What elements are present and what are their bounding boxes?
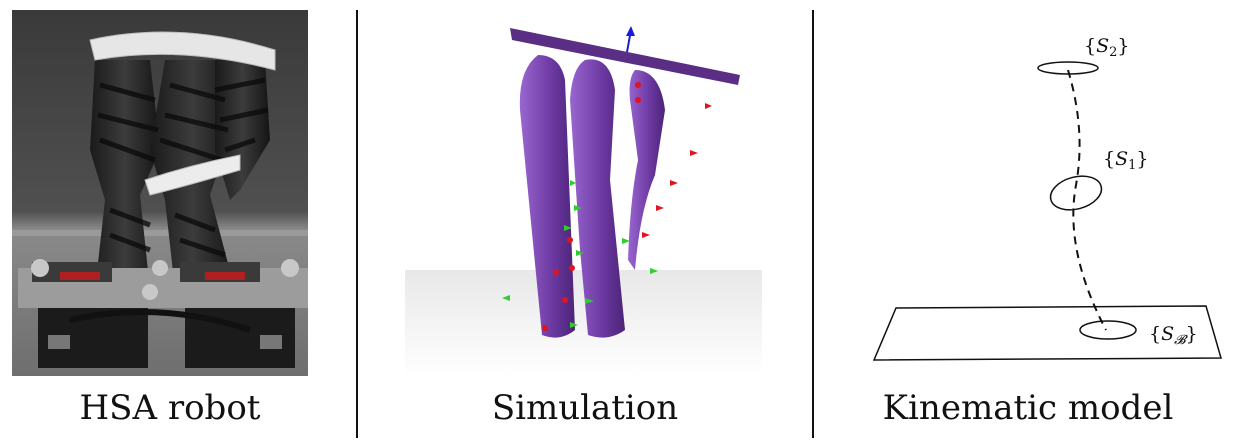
simulation-render	[405, 26, 762, 376]
label-sb: {S𝓑}	[1149, 323, 1198, 348]
base-plane	[872, 305, 1222, 361]
divider-right	[812, 10, 814, 438]
top-plate	[510, 28, 740, 85]
hsa-robot-photo	[12, 10, 308, 376]
caption-kinematic-model: Kinematic model	[882, 388, 1174, 428]
caption-hsa-robot: HSA robot	[79, 388, 261, 428]
frame-sb-ellipse	[1079, 320, 1137, 340]
label-s2: {S2}	[1084, 35, 1130, 60]
divider-left	[356, 10, 358, 438]
backbone-curve	[1067, 69, 1107, 331]
kinematic-diagram: {S2} {S1} {S𝓑}	[872, 35, 1222, 361]
label-s1: {S1}	[1103, 148, 1149, 173]
frame-s2-ellipse	[1037, 61, 1099, 75]
panel-kinematic-model: {S2} {S1} {S𝓑} Kinematic model	[816, 0, 1240, 445]
frame-s1-ellipse	[1049, 175, 1103, 211]
panel-hsa-robot: HSA robot	[0, 0, 340, 445]
caption-simulation: Simulation	[491, 388, 679, 428]
panel-simulation: Simulation	[360, 0, 810, 445]
